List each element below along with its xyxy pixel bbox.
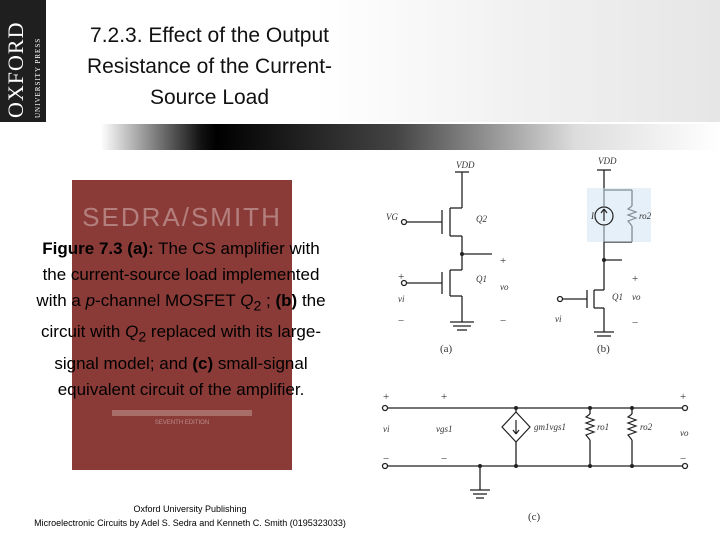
footer-citation: Oxford University Publishing Microelectr… <box>20 502 360 530</box>
a-plus-left: + <box>398 271 404 283</box>
c-caption: (c) <box>528 511 541 523</box>
a-caption: (a) <box>440 343 453 355</box>
large-signal-model-highlight <box>587 188 651 242</box>
book-cover-title: SEDRA/SMITH <box>82 202 282 232</box>
c-minus-right: − <box>680 453 686 465</box>
b-vdd-label: VDD <box>598 156 617 166</box>
a-q1-label: Q1 <box>476 274 487 284</box>
caption-q-letter-2: Q <box>125 322 139 342</box>
c-vgs1-label: vgs1 <box>436 424 453 434</box>
circuit-figure: VDD VG Q2 Q1 vi vo VDD I ro2 Q1 vi vo vi… <box>381 156 689 523</box>
c-minus-left: − <box>383 453 389 465</box>
c-plus-left: + <box>383 391 389 403</box>
caption-q-letter: Q <box>240 291 254 310</box>
b-minus: − <box>632 317 638 329</box>
b-plus: + <box>632 273 638 285</box>
b-q1-label: Q1 <box>612 292 623 302</box>
slide-title: 7.2.3. Effect of the Output Resistance o… <box>86 24 333 109</box>
c-source-label: gm1vgs1 <box>534 422 566 432</box>
book-cover-image: SEDRA/SMITH SEVENTH EDITION <box>72 180 292 470</box>
a-vo-label: vo <box>500 282 509 292</box>
logo-tagline: UNIVERSITY PRESS <box>34 37 42 118</box>
book-cover-tagline: SEVENTH EDITION <box>154 420 210 426</box>
a-vg-label: VG <box>386 212 398 222</box>
decorative-band <box>0 124 720 150</box>
caption-text-4: the circuit with <box>41 291 326 342</box>
caption-text-1: The CS amplifier with the current-source… <box>36 239 320 310</box>
title-background <box>46 0 720 122</box>
caption-c-ref: (c) <box>192 353 214 373</box>
a-vdd-label: VDD <box>456 160 475 170</box>
a-minus-left: − <box>398 315 404 327</box>
c-plus-mid: + <box>441 391 447 403</box>
a-plus-top: + <box>500 255 506 267</box>
a-minus-right: − <box>500 315 506 327</box>
c-plus-right: + <box>680 391 686 403</box>
caption-q-sub-2: 2 <box>138 329 147 346</box>
c-ro1-label: ro1 <box>597 422 609 432</box>
a-q2-label: Q2 <box>476 214 487 224</box>
caption-b-ref: (b) <box>275 291 298 310</box>
c-minus-mid: − <box>441 453 447 465</box>
caption-q-sub: 2 <box>253 298 262 315</box>
b-vo-label: vo <box>632 292 641 302</box>
caption-fig-ref: Figure 7.3 (a): <box>42 239 154 258</box>
footer-book-reference: Microelectronic Circuits by Adel S. Sedr… <box>34 518 346 528</box>
footer-publisher: Oxford University Publishing <box>133 504 247 514</box>
logo-name: OXFORD <box>3 21 28 118</box>
book-cover-stripe <box>112 410 252 416</box>
caption-text-6: small-signal equivalent circuit of the a… <box>57 353 308 399</box>
a-vi-label: vi <box>398 294 405 304</box>
b-i-label: I <box>590 211 595 221</box>
b-vi-label: vi <box>555 314 562 324</box>
caption-p-italic: p <box>85 291 96 310</box>
c-vi-label: vi <box>383 424 390 434</box>
b-caption: (b) <box>597 343 610 355</box>
caption-text-2: -channel MOSFET <box>95 291 241 310</box>
c-vo-label: vo <box>680 428 689 438</box>
b-ro2-label: ro2 <box>639 211 652 221</box>
c-ro2-label: ro2 <box>640 422 653 432</box>
caption-text-3: ; <box>261 291 276 310</box>
caption-text-5: replaced with its large-signal model; an… <box>54 322 321 373</box>
oxford-logo: OXFORD UNIVERSITY PRESS <box>0 0 46 122</box>
figure-caption: Figure 7.3 (a): The CS amplifier with th… <box>36 236 326 403</box>
